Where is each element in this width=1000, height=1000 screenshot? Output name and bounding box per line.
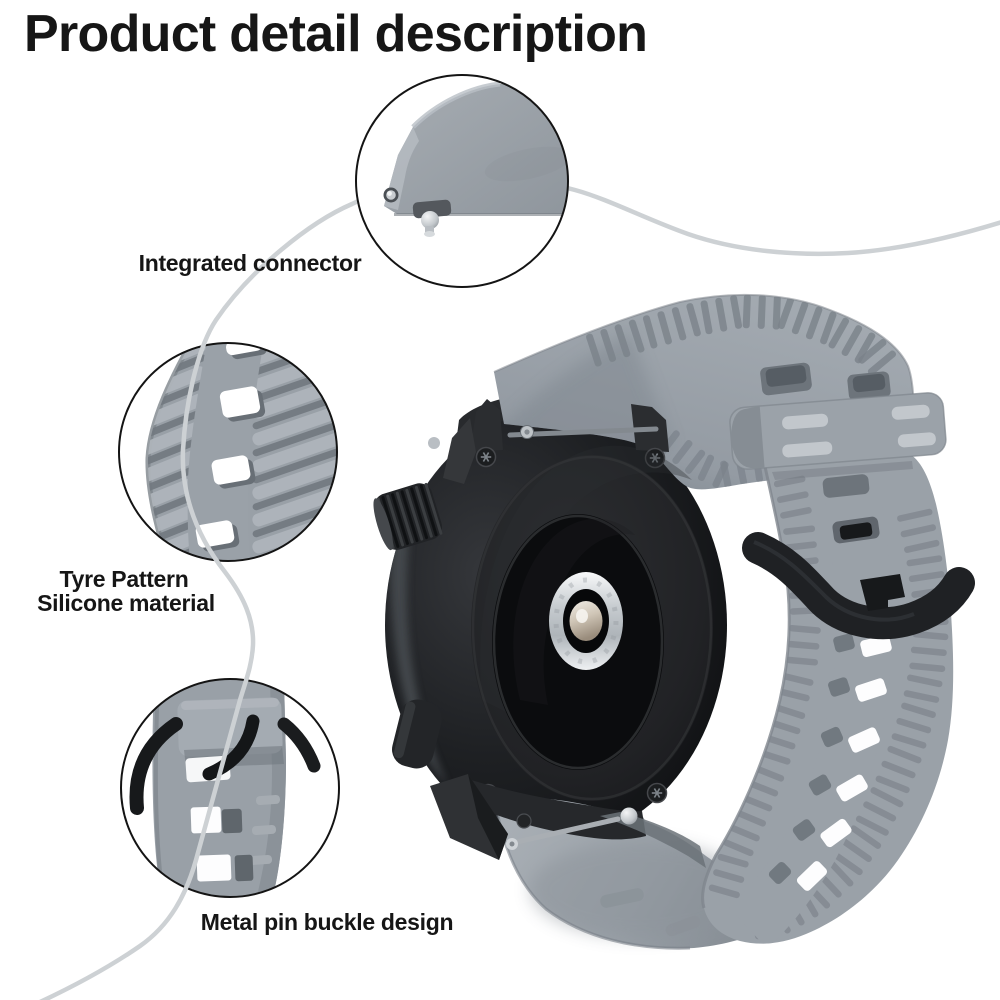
svg-text:Metal pin buckle design: Metal pin buckle design (201, 909, 454, 935)
svg-text:Integrated connector: Integrated connector (139, 250, 362, 276)
svg-text:Product detail description: Product detail description (24, 5, 647, 63)
svg-text:Tyre Pattern: Tyre Pattern (60, 566, 189, 592)
svg-text:Silicone material: Silicone material (37, 590, 215, 616)
